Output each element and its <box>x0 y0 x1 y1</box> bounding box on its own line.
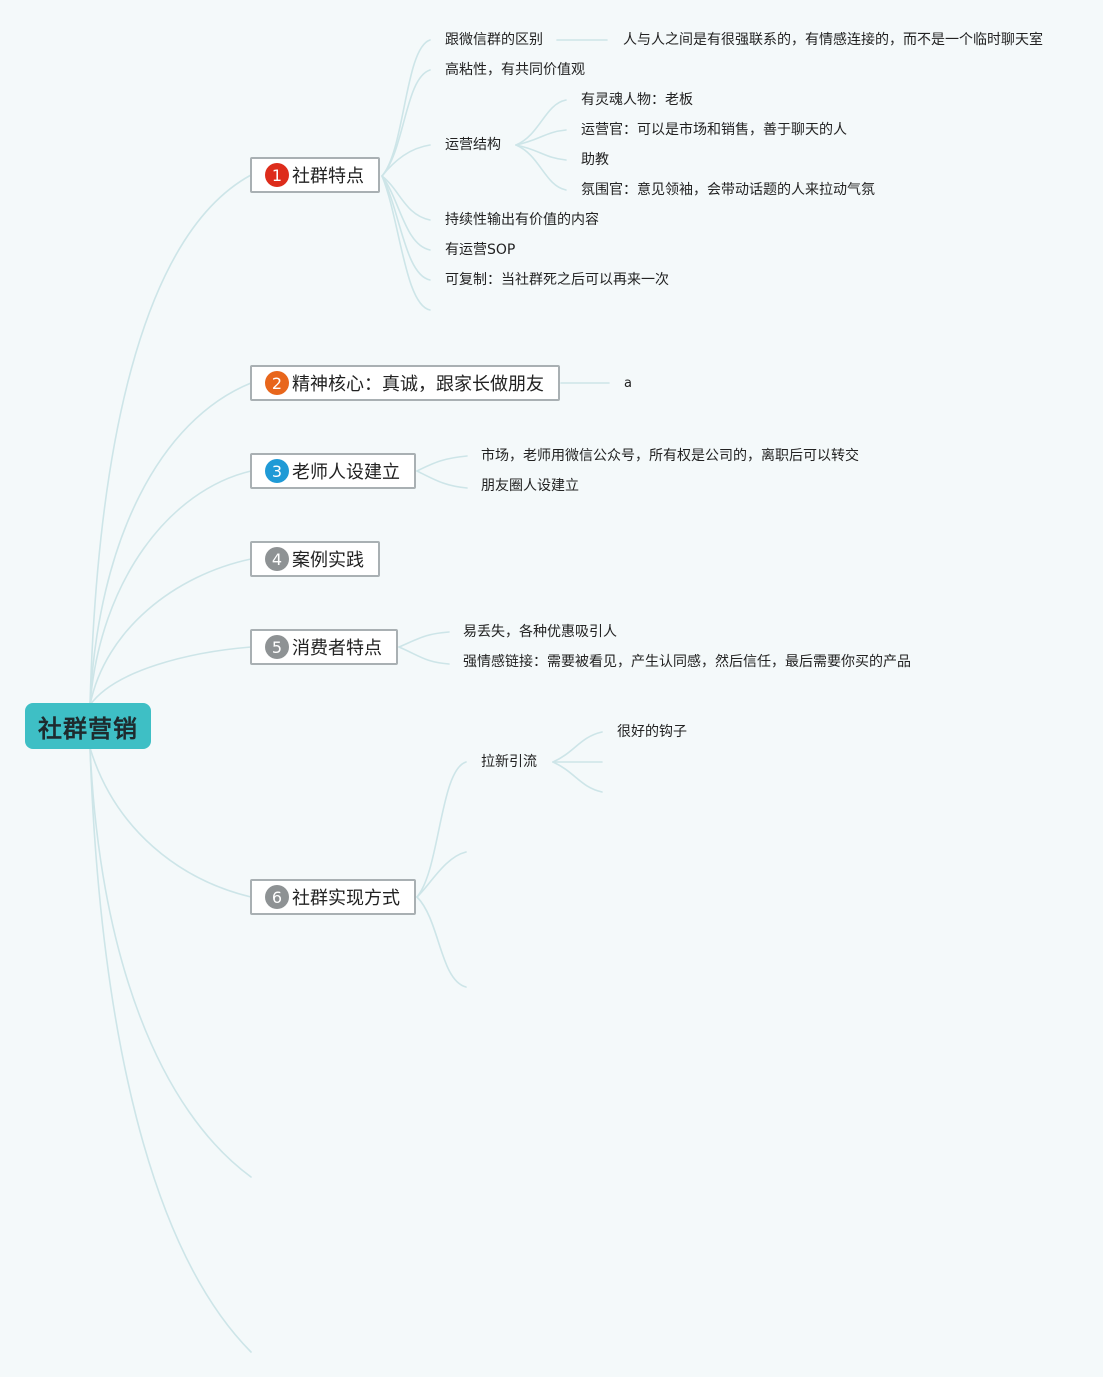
subtopic-2-1[interactable]: a <box>624 376 632 391</box>
link-t1-c3-s4 <box>515 144 567 191</box>
link-t6-c1-s3 <box>552 761 603 793</box>
subtopic-6-1[interactable]: 拉新引流 <box>481 754 537 770</box>
link-t6-c1 <box>416 761 467 898</box>
subtopic-1-3-2[interactable]: 运营官：可以是市场和销售，善于聊天的人 <box>581 122 847 138</box>
subtopic-6-1-1[interactable]: 很好的钩子 <box>617 724 687 740</box>
link-root-topic-3 <box>89 470 252 706</box>
link-root-empty-1 <box>89 747 252 1178</box>
subtopic-1-2[interactable]: 高粘性，有共同价值观 <box>445 62 585 78</box>
subtopic-1-5[interactable]: 有运营SOP <box>445 242 516 258</box>
number-badge-icon: 6 <box>265 885 289 909</box>
link-t3-c1 <box>416 455 468 472</box>
subtopic-5-1[interactable]: 易丢失，各种优惠吸引人 <box>463 624 617 640</box>
link-t1-c6 <box>381 175 431 281</box>
link-t1-c3-s3 <box>515 144 567 161</box>
topic-label: 精神核心：真诚，跟家长做朋友 <box>292 374 544 395</box>
subtopic-1-4[interactable]: 持续性输出有价值的内容 <box>445 212 599 228</box>
subtopic-3-1[interactable]: 市场，老师用微信公众号，所有权是公司的，离职后可以转交 <box>481 448 859 464</box>
root-topic[interactable]: 社群营销 <box>25 703 151 749</box>
number-badge-icon: 2 <box>265 371 289 395</box>
link-t3-c2 <box>416 470 468 489</box>
link-t1-c3 <box>381 144 431 177</box>
link-t1-c5 <box>381 175 431 251</box>
topic-3[interactable]: 3 老师人设建立 <box>250 453 416 489</box>
link-t1-c1 <box>381 39 431 177</box>
number-badge-icon: 1 <box>265 163 289 187</box>
topic-6[interactable]: 6 社群实现方式 <box>250 879 416 915</box>
link-root-topic-2 <box>89 382 252 706</box>
topic-label: 社群特点 <box>292 166 364 187</box>
link-root-topic-6 <box>89 747 252 898</box>
subtopic-1-3-1[interactable]: 有灵魂人物：老板 <box>581 92 693 108</box>
link-t1-c3-s2 <box>515 129 567 146</box>
link-t5-c2 <box>398 646 450 665</box>
subtopic-1-3-3[interactable]: 助教 <box>581 152 609 168</box>
topic-label: 案例实践 <box>292 550 364 571</box>
number-badge-icon: 5 <box>265 635 289 659</box>
topic-label: 消费者特点 <box>292 638 382 659</box>
subtopic-1-1[interactable]: 跟微信群的区别 <box>445 32 543 48</box>
subtopic-5-2[interactable]: 强情感链接：需要被看见，产生认同感，然后信任，最后需要你买的产品 <box>463 654 911 670</box>
link-root-topic-5 <box>89 646 252 706</box>
link-t1-c3-s1 <box>515 99 567 146</box>
topic-label: 老师人设建立 <box>292 462 400 483</box>
link-t6-c3 <box>416 896 467 988</box>
subtopic-1-3[interactable]: 运营结构 <box>445 137 501 153</box>
topic-label: 社群实现方式 <box>292 888 400 909</box>
link-t1-c7 <box>381 175 431 311</box>
link-root-topic-4 <box>89 558 252 706</box>
link-root-topic-1 <box>89 174 252 706</box>
topic-2[interactable]: 2 精神核心：真诚，跟家长做朋友 <box>250 365 560 401</box>
link-t5-c1 <box>398 631 450 648</box>
topic-4[interactable]: 4 案例实践 <box>250 541 380 577</box>
topic-1[interactable]: 1 社群特点 <box>250 157 380 193</box>
number-badge-icon: 4 <box>265 547 289 571</box>
subtopic-3-2[interactable]: 朋友圈人设建立 <box>481 478 579 494</box>
topic-5[interactable]: 5 消费者特点 <box>250 629 398 665</box>
subtopic-1-6[interactable]: 可复制：当社群死之后可以再来一次 <box>445 272 669 288</box>
link-t1-c2 <box>381 69 431 177</box>
link-t1-c4 <box>381 175 431 221</box>
link-root-empty-2 <box>89 747 252 1353</box>
link-t6-c2 <box>416 851 467 898</box>
link-t6-c1-s1 <box>552 731 603 763</box>
number-badge-icon: 3 <box>265 459 289 483</box>
subtopic-1-3-4[interactable]: 氛围官：意见领袖，会带动话题的人来拉动气氛 <box>581 182 875 198</box>
subtopic-1-1-1[interactable]: 人与人之间是有很强联系的，有情感连接的，而不是一个临时聊天室 <box>623 32 1043 48</box>
